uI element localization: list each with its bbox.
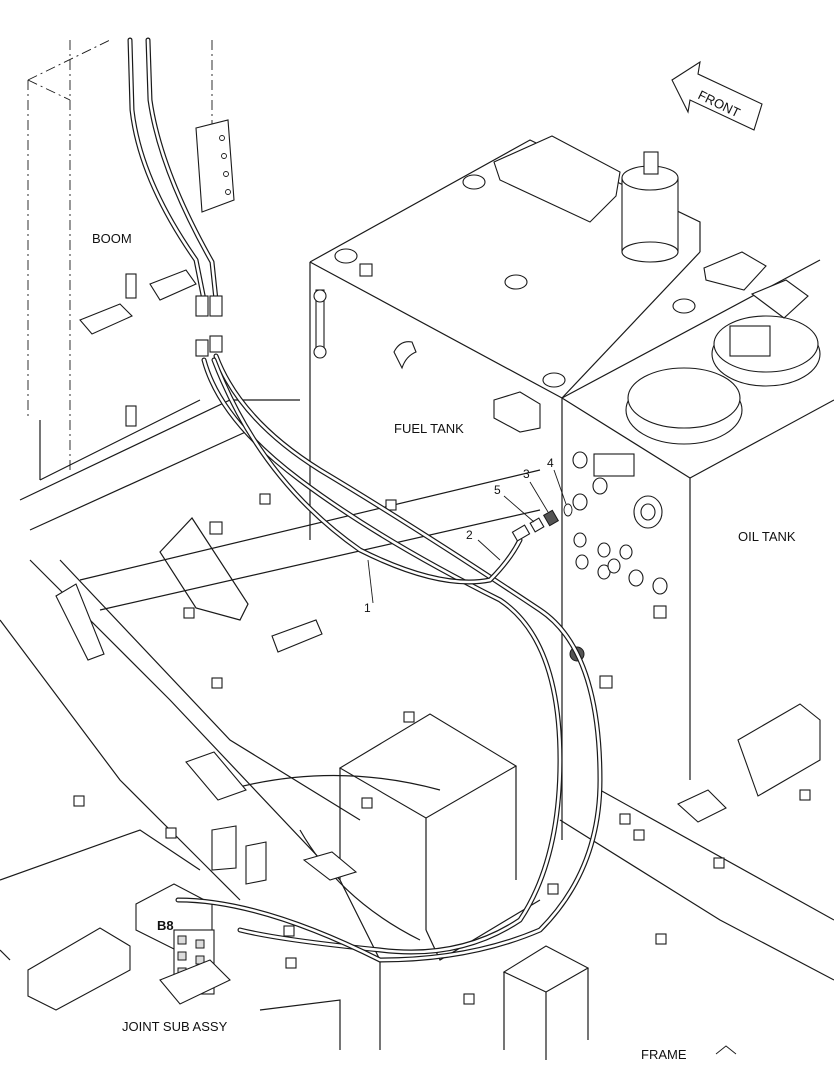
callout-4: 4 — [547, 456, 554, 470]
callout-1: 1 — [364, 601, 371, 615]
fuel-tank-label: FUEL TANK — [394, 421, 464, 436]
joint-sub-assy: B8 JOINT SUB ASSY — [122, 883, 231, 1034]
port-b8-label: B8 — [157, 918, 174, 933]
boom-pipes — [127, 37, 223, 357]
hose-1 — [175, 353, 603, 963]
frame-label: FRAME — [641, 1047, 687, 1062]
callouts: 1 2 3 4 5 — [364, 456, 567, 615]
chevron-icon — [715, 1045, 737, 1055]
boom-structure — [19, 39, 300, 531]
hose-2 — [211, 357, 531, 585]
o-ring-4 — [563, 503, 573, 517]
front-direction-arrow: FRONT — [671, 60, 763, 131]
oil-tank-label: OIL TANK — [738, 529, 796, 544]
frame-structure: FRAME — [0, 469, 834, 1062]
oil-tank: OIL TANK — [561, 251, 834, 780]
callout-2: 2 — [466, 528, 473, 542]
boom-label: BOOM — [92, 231, 132, 246]
fuel-tank: FUEL TANK — [309, 135, 701, 840]
joint-sub-assy-label: JOINT SUB ASSY — [122, 1019, 228, 1034]
fitting-3 — [542, 509, 560, 527]
callout-3: 3 — [523, 467, 530, 481]
callout-5: 5 — [494, 483, 501, 497]
